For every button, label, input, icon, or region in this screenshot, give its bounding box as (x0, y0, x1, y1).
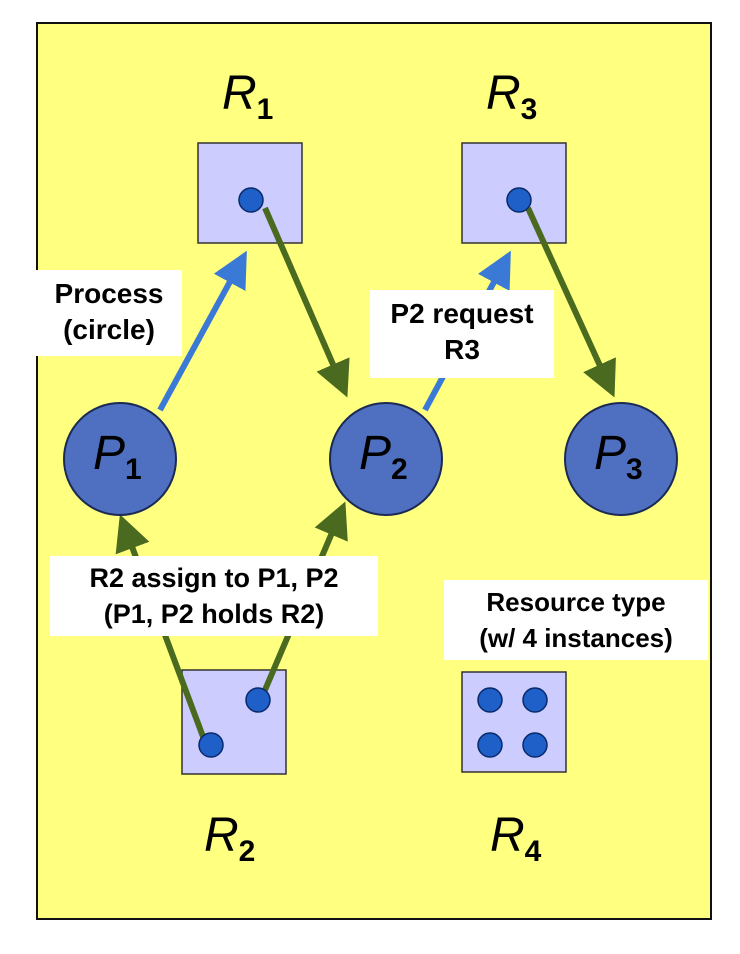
resource-label-r2: R2 (204, 809, 256, 868)
process-label-p3: P3 (594, 427, 643, 486)
resource-label-r1: R1 (222, 67, 274, 126)
annotation-request-line2: R3 (444, 334, 480, 365)
edge-p1-request-r1 (157, 250, 247, 412)
annotation-request-line1: P2 request (390, 298, 534, 329)
annotation-resource-line2: (w/ 4 instances) (479, 623, 673, 653)
process-circle-p3 (564, 402, 678, 516)
edge-r1-assign-p2 (262, 206, 350, 398)
annotation-resource-line1: Resource type (486, 587, 666, 617)
edge-r3-assign-p3 (525, 206, 616, 398)
annotation-assign-line1: R2 assign to P1, P2 (89, 563, 339, 593)
resource-box-r4 (461, 671, 567, 773)
annotation-request: P2 request R3 (370, 290, 554, 378)
process-label-p2: P2 (359, 427, 408, 486)
instance-dot-r4-b (522, 687, 548, 713)
annotation-process-line1: Process (54, 278, 164, 309)
instance-dot-r2-a (245, 687, 271, 713)
process-label-p1: P1 (93, 427, 142, 486)
annotation-process-line2: (circle) (63, 314, 155, 345)
instance-dot-r3 (506, 187, 532, 213)
annotation-process: Process (circle) (36, 270, 182, 356)
annotation-assign-line2: (P1, P2 holds R2) (103, 599, 325, 629)
instance-dot-r1 (238, 187, 264, 213)
process-circle-p2 (329, 402, 443, 516)
resource-label-r4: R4 (490, 809, 542, 868)
instance-dot-r4-a (477, 687, 503, 713)
annotation-assign: R2 assign to P1, P2 (P1, P2 holds R2) (50, 556, 378, 636)
instance-dot-r4-c (477, 732, 503, 758)
instance-dot-r4-d (522, 732, 548, 758)
resource-label-r3: R3 (486, 67, 538, 126)
instance-dot-r2-b (198, 732, 224, 758)
process-circle-p1 (63, 402, 177, 516)
annotation-resource-type: Resource type (w/ 4 instances) (444, 580, 708, 660)
